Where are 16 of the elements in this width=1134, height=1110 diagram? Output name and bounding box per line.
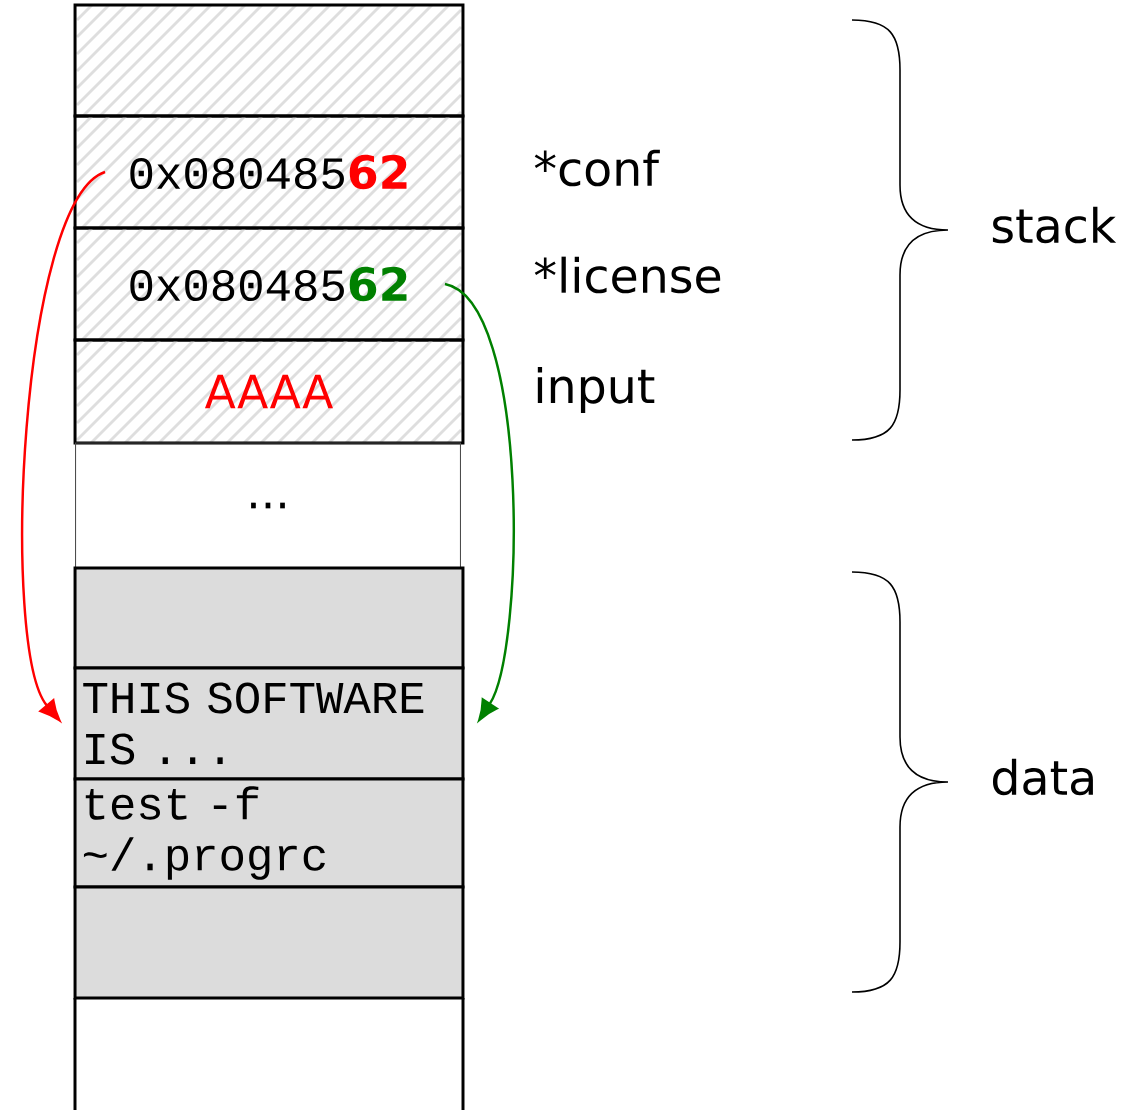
- data-cell: test -f ~/.progrc: [73, 777, 465, 889]
- arrow: [444, 282, 515, 721]
- stack-cell: 0x08048562: [73, 114, 465, 230]
- field-label: *conf: [534, 149, 660, 187]
- stack-cell: [73, 3, 465, 118]
- data-cell: [73, 566, 465, 670]
- section-label: data: [992, 758, 1093, 796]
- memory-cell: [73, 996, 465, 1110]
- arrow: [21, 171, 106, 722]
- stack-cell: 0x08048562: [73, 226, 465, 342]
- section-label: stack: [992, 206, 1117, 244]
- stack-cell: AAAA: [73, 338, 465, 445]
- field-label: *license: [534, 256, 721, 294]
- data-cell: [73, 885, 465, 1000]
- field-label: input: [537, 367, 655, 413]
- data-cell: THIS SOFTWARE IS ...: [73, 666, 465, 781]
